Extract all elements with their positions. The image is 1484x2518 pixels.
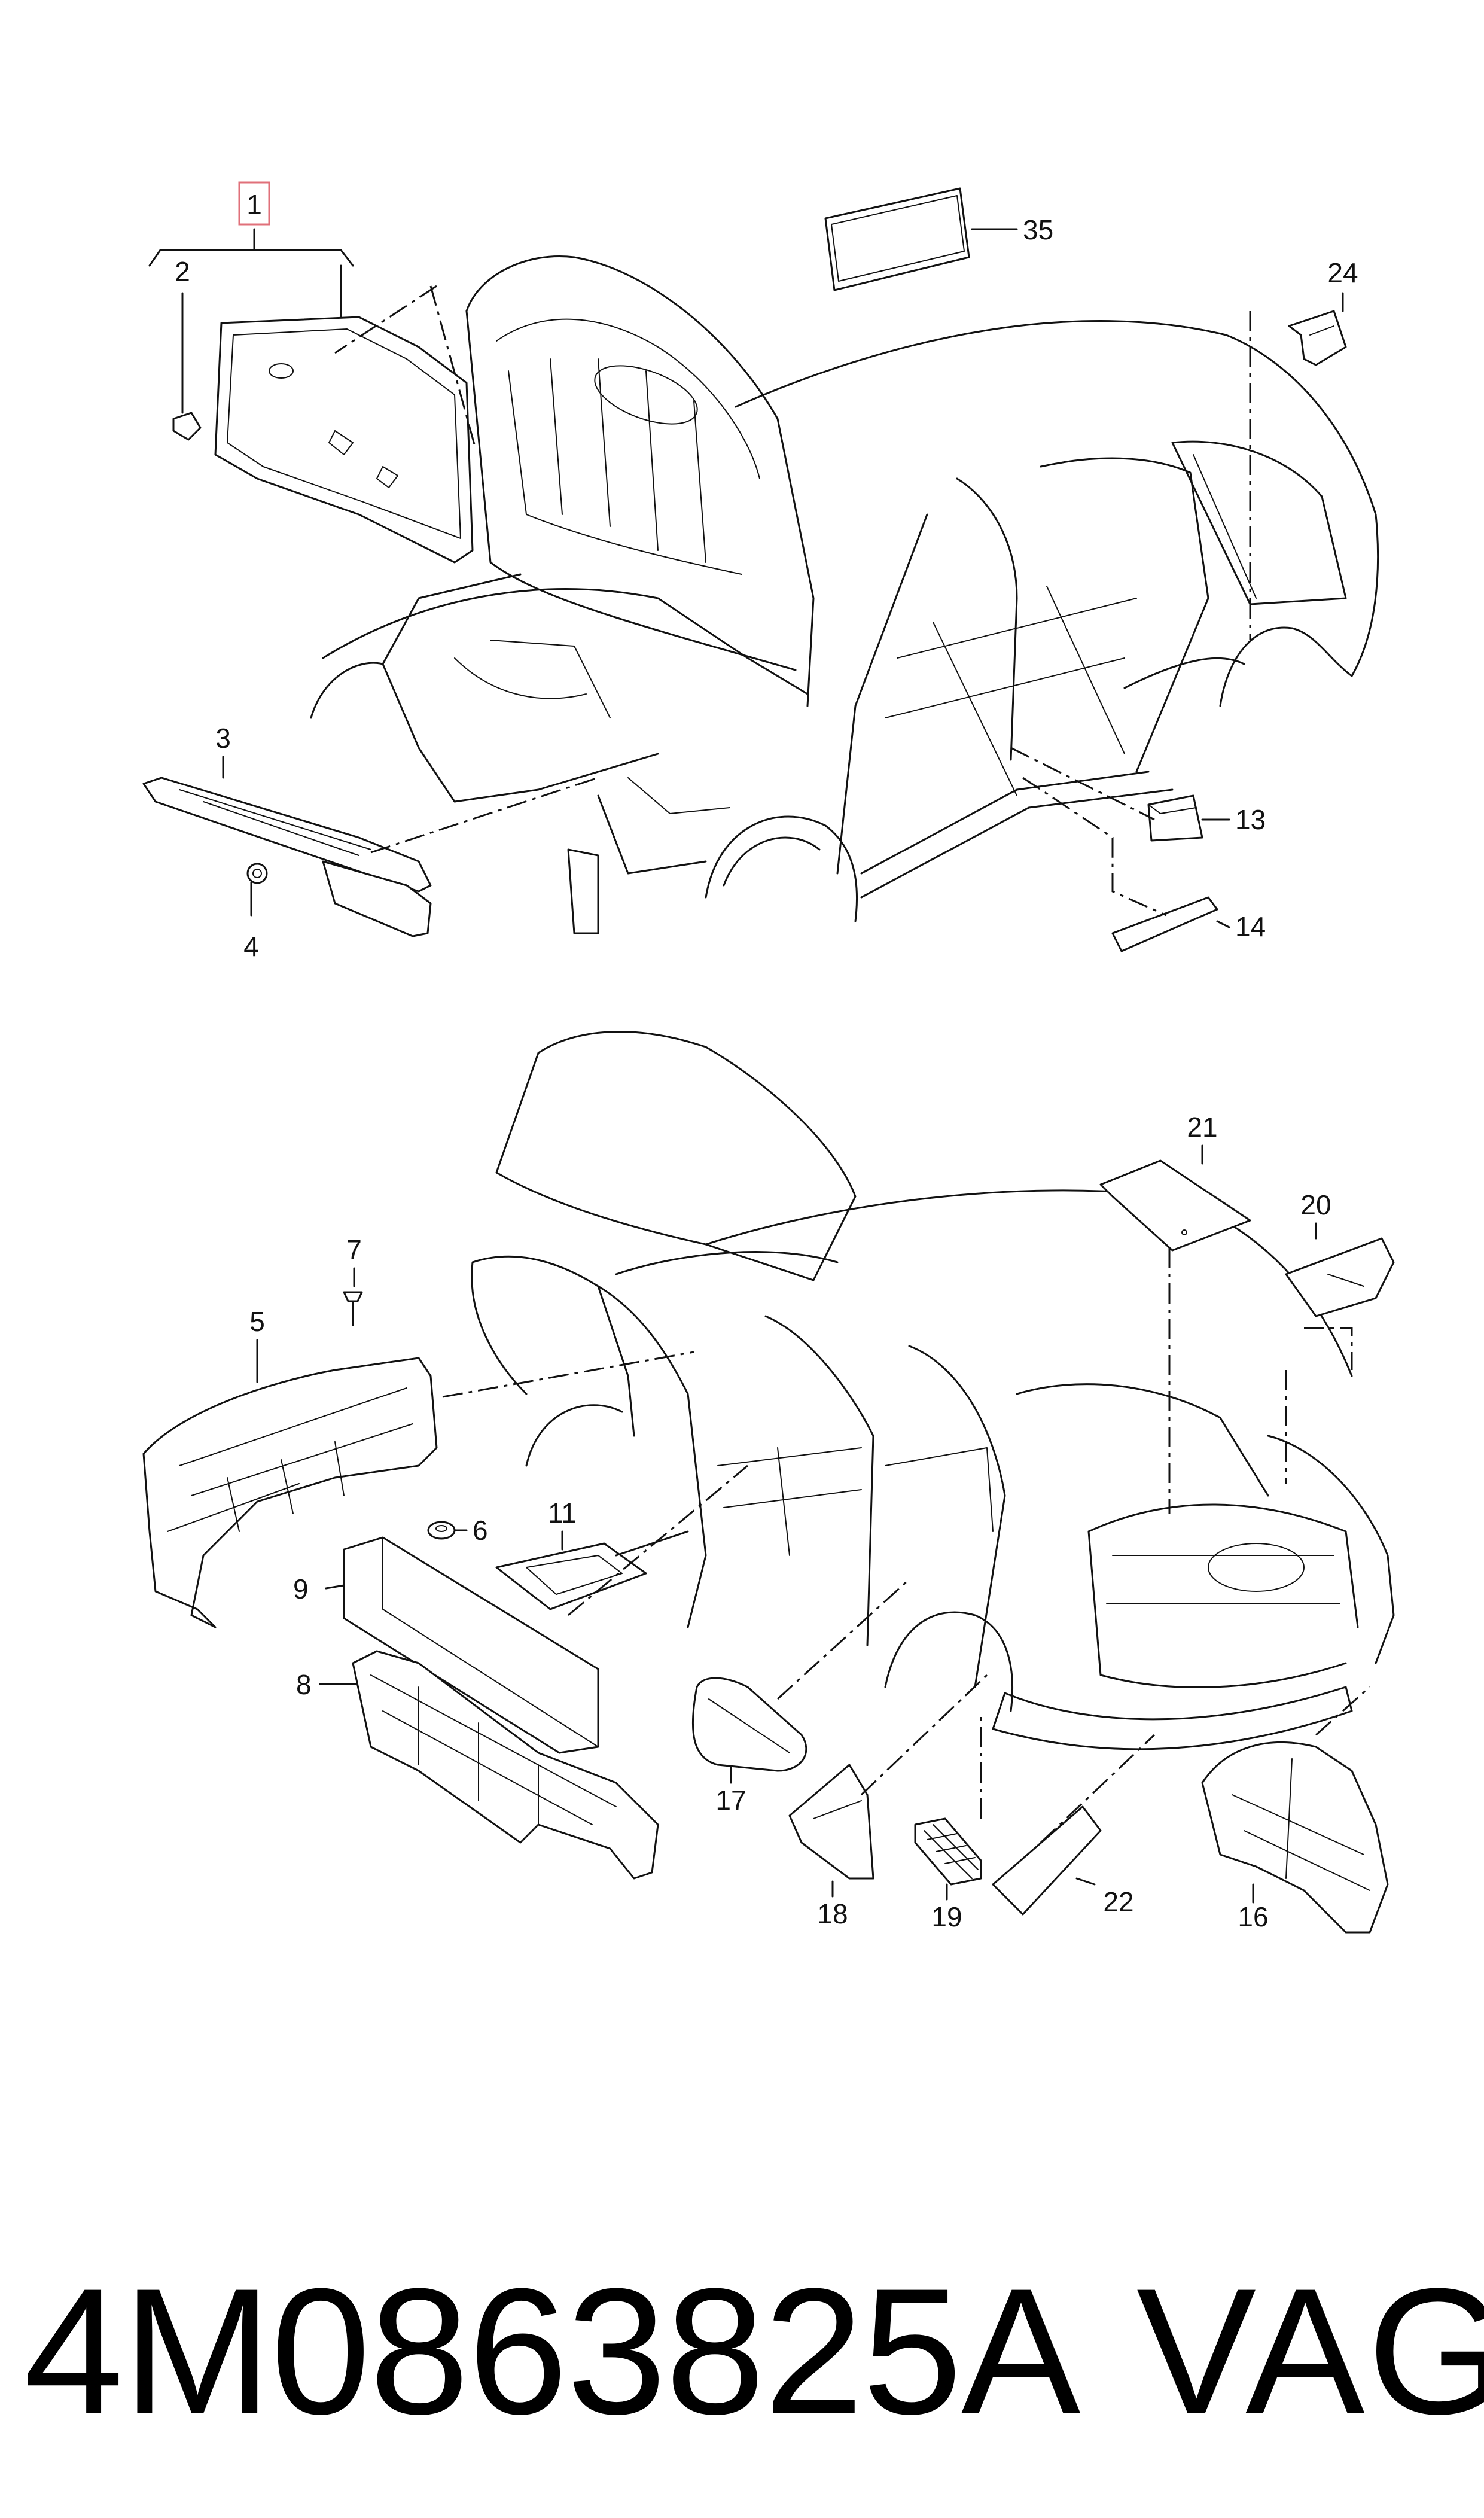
callout-14[interactable]: 14 [1235, 911, 1266, 942]
insulation-8 [352, 1650, 659, 1880]
grille-19 [914, 1817, 982, 1886]
part-number: 4M0863825A [24, 2251, 1081, 2452]
bottom-car-body [471, 1031, 1395, 1750]
callout-3[interactable]: 3 [215, 723, 231, 754]
brand-name: VAG [1136, 2251, 1484, 2452]
callout-24[interactable]: 24 [1327, 257, 1358, 288]
sheet-21 [1099, 1159, 1251, 1252]
mat-11 [495, 1542, 647, 1610]
callout-22[interactable]: 22 [1103, 1886, 1133, 1917]
panel-9 [343, 1536, 599, 1754]
callout-17[interactable]: 17 [715, 1785, 746, 1816]
callout-18[interactable]: 18 [817, 1898, 848, 1929]
pad-22 [992, 1805, 1102, 1916]
callout-6[interactable]: 6 [473, 1515, 488, 1546]
block-13 [1147, 794, 1203, 842]
callout-8[interactable]: 8 [296, 1669, 312, 1700]
trim-piece-24 [1288, 310, 1347, 366]
callout-2[interactable]: 2 [175, 256, 190, 287]
housing-18 [788, 1764, 874, 1880]
callout-4[interactable]: 4 [243, 931, 259, 962]
callout-13[interactable]: 13 [1235, 804, 1266, 835]
callout-5[interactable]: 5 [249, 1306, 265, 1337]
dash-insulation-part [142, 1291, 438, 1628]
label-part [824, 187, 970, 291]
callout-7[interactable]: 7 [346, 1234, 362, 1265]
callout-9[interactable]: 9 [293, 1573, 309, 1604]
callout-1-highlight [238, 181, 270, 226]
bottom-leaders [256, 1144, 1370, 1904]
strip-14 [1111, 896, 1218, 952]
bracket-20 [1285, 1237, 1395, 1317]
callouts: 1 2 3 4 35 24 13 14 21 20 7 5 6 11 9 8 1… [175, 181, 1358, 1932]
grommet-6 [427, 1521, 456, 1540]
callout-35[interactable]: 35 [1023, 214, 1053, 245]
hood-insulation-part [172, 316, 474, 564]
callout-20[interactable]: 20 [1300, 1189, 1331, 1220]
top-leaders [148, 228, 1344, 928]
top-car-body [310, 255, 1379, 934]
duct-17 [691, 1677, 807, 1772]
callout-11[interactable]: 11 [548, 1497, 577, 1529]
plenum-seal-part [142, 777, 432, 937]
wheelhouse-insulation-16 [1201, 1741, 1389, 1934]
callout-16[interactable]: 16 [1238, 1901, 1268, 1932]
callout-1[interactable]: 1 [246, 189, 262, 220]
callout-19[interactable]: 19 [931, 1901, 962, 1932]
callout-21[interactable]: 21 [1187, 1112, 1217, 1143]
